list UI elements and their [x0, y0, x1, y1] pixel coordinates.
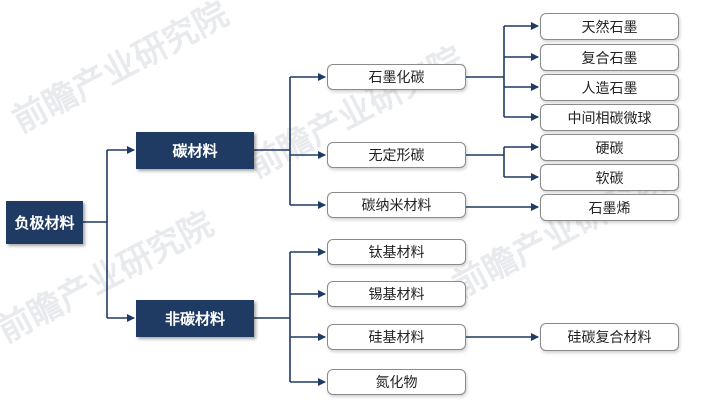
carbon-materials-node: 碳材料	[136, 132, 254, 169]
natural-graphite-node: 天然石墨	[540, 13, 679, 40]
silicon-carbon-composite-node: 硅碳复合材料	[540, 323, 679, 351]
mesocarbon-microbeads-node: 中间相碳微球	[540, 104, 679, 131]
graphitized-carbon-node: 石墨化碳	[327, 64, 466, 90]
composite-graphite-node: 复合石墨	[540, 44, 679, 71]
nitride-node: 氮化物	[327, 369, 466, 395]
silicon-based-node: 硅基材料	[327, 324, 466, 350]
root-node: 负极材料	[6, 201, 83, 244]
carbon-nano-node: 碳纳米材料	[327, 192, 466, 218]
amorphous-carbon-node: 无定形碳	[327, 142, 466, 168]
soft-carbon-node: 软碳	[540, 164, 679, 191]
non-carbon-materials-node: 非碳材料	[136, 300, 254, 337]
tin-based-node: 锡基材料	[327, 281, 466, 307]
titanium-based-node: 钛基材料	[327, 239, 466, 265]
graphene-node: 石墨烯	[540, 194, 679, 221]
hard-carbon-node: 硬碳	[540, 134, 679, 161]
artificial-graphite-node: 人造石墨	[540, 74, 679, 101]
